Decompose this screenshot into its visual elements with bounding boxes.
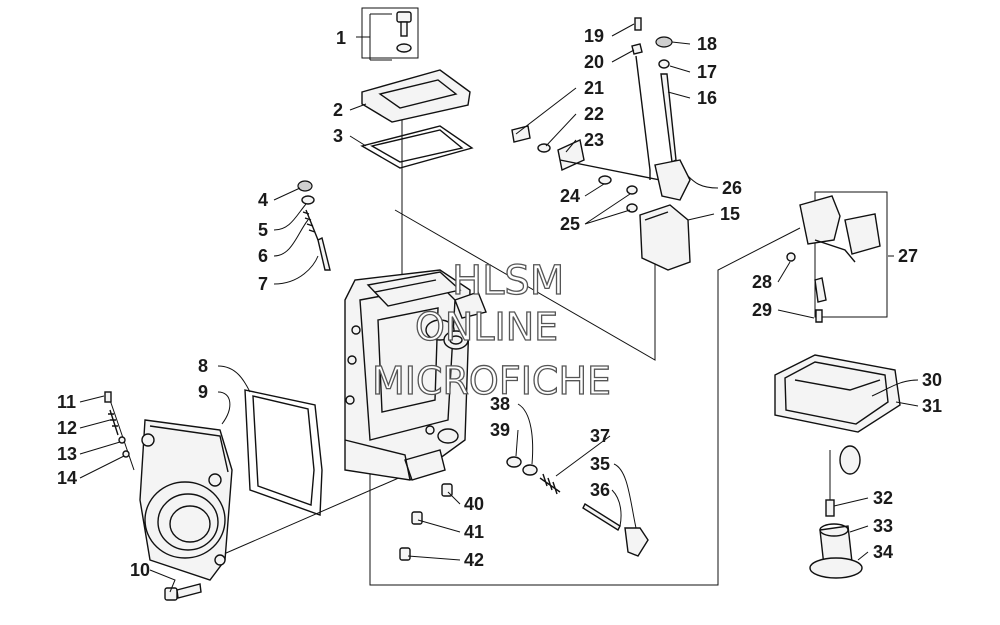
callout-24: 24 [560,186,580,206]
callout-21: 21 [584,78,604,98]
callout-33: 33 [873,516,893,536]
callout-8: 8 [198,356,208,376]
callout-5: 5 [258,220,268,240]
callout-41: 41 [464,522,484,542]
callout-19: 19 [584,26,604,46]
screw-part [164,583,202,601]
callout-32: 32 [873,488,893,508]
callout-26: 26 [722,178,742,198]
callout-7: 7 [258,274,268,294]
leader-lines [79,13,919,593]
gasket-part [360,125,474,169]
drain-plug-part [809,499,863,579]
callout-4: 4 [258,190,268,210]
callout-1: 1 [336,28,346,48]
callout-35: 35 [590,454,610,474]
carburetor-body-part [344,269,487,481]
callout-29: 29 [752,300,772,320]
callout-13: 13 [57,444,77,464]
pilot-screw-part [297,180,331,271]
callout-16: 16 [697,88,717,108]
callout-25: 25 [560,214,580,234]
cover-plate-part [361,69,471,123]
callout-37: 37 [590,426,610,446]
callout-10: 10 [130,560,150,580]
callout-36: 36 [590,480,610,500]
callout-30: 30 [922,370,942,390]
callout-27: 27 [898,246,918,266]
callout-12: 12 [57,418,77,438]
callout-22: 22 [584,104,604,124]
callout-18: 18 [697,34,717,54]
float-bowl-part [774,354,901,475]
small-screw-spring-part [104,391,130,458]
callout-6: 6 [258,246,268,266]
callout-39: 39 [490,420,510,440]
intake-adapter-part [139,419,233,581]
callout-42: 42 [464,550,484,570]
callout-15: 15 [720,204,740,224]
callout-23: 23 [584,130,604,150]
callout-14: 14 [57,468,77,488]
screw-washer-part [361,7,419,59]
throttle-linkage-part [511,17,691,271]
callout-2: 2 [333,100,343,120]
side-gasket-part [244,389,323,516]
callout-38: 38 [490,394,510,414]
callout-3: 3 [333,126,343,146]
watermark-line-1: HLSM [452,258,564,304]
watermark: HLSM ONLINE MICROFICHE [371,257,611,403]
jet-parts [399,456,649,561]
callout-labels: 1 2 3 4 5 6 7 8 9 10 11 12 13 14 15 16 1… [57,26,942,580]
callout-28: 28 [752,272,772,292]
float-part [786,191,888,323]
callout-34: 34 [873,542,893,562]
parts-illustration [104,7,901,601]
callout-20: 20 [584,52,604,72]
watermark-line-2: ONLINE [415,305,558,349]
callout-31: 31 [922,396,942,416]
callout-9: 9 [198,382,208,402]
callout-11: 11 [57,392,76,412]
watermark-line-3: MICROFICHE [372,359,611,403]
callout-17: 17 [697,62,717,82]
callout-40: 40 [464,494,484,514]
